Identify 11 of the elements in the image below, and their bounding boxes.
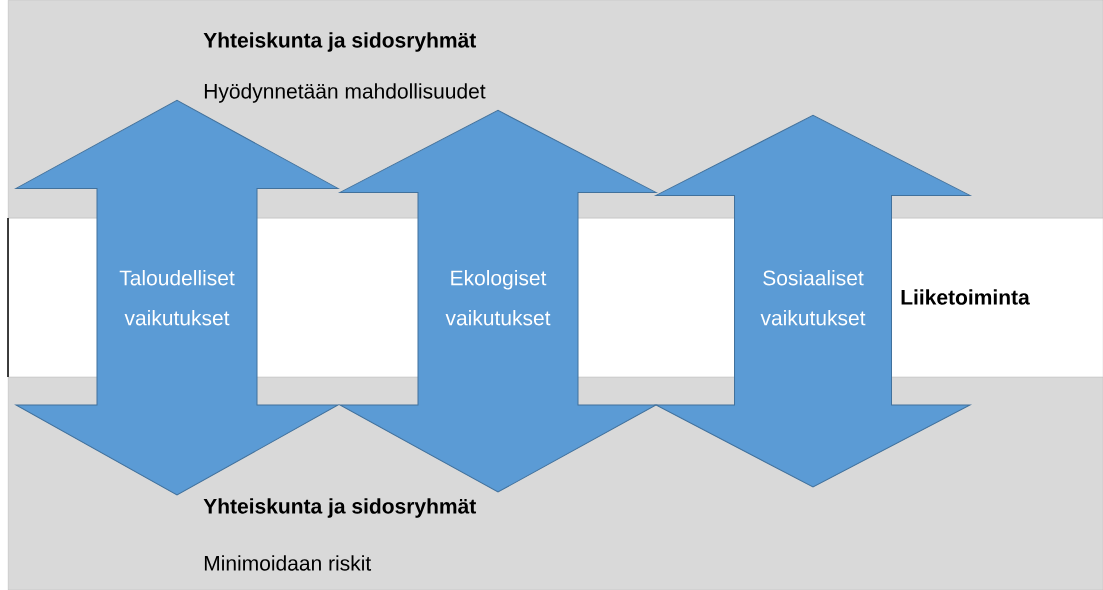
band-label: Liiketoiminta — [901, 289, 1030, 305]
subheading: Hyödynnetään mahdollisuudet — [204, 83, 486, 103]
heading: Yhteiskunta ja sidosryhmät — [203, 498, 476, 518]
double-arrow — [655, 114, 971, 488]
double-arrow — [339, 109, 657, 493]
edge-label: Ekologiset vaikutukset — [445, 270, 551, 326]
double-arrow — [15, 99, 339, 496]
edge-label: Sosiaaliset vaikutukset — [760, 270, 866, 326]
heading: Yhteiskunta ja sidosryhmät — [203, 32, 476, 52]
subheading: Minimoidaan riskit — [204, 555, 372, 571]
edge-label: Taloudelliset vaikutukset — [119, 270, 235, 326]
